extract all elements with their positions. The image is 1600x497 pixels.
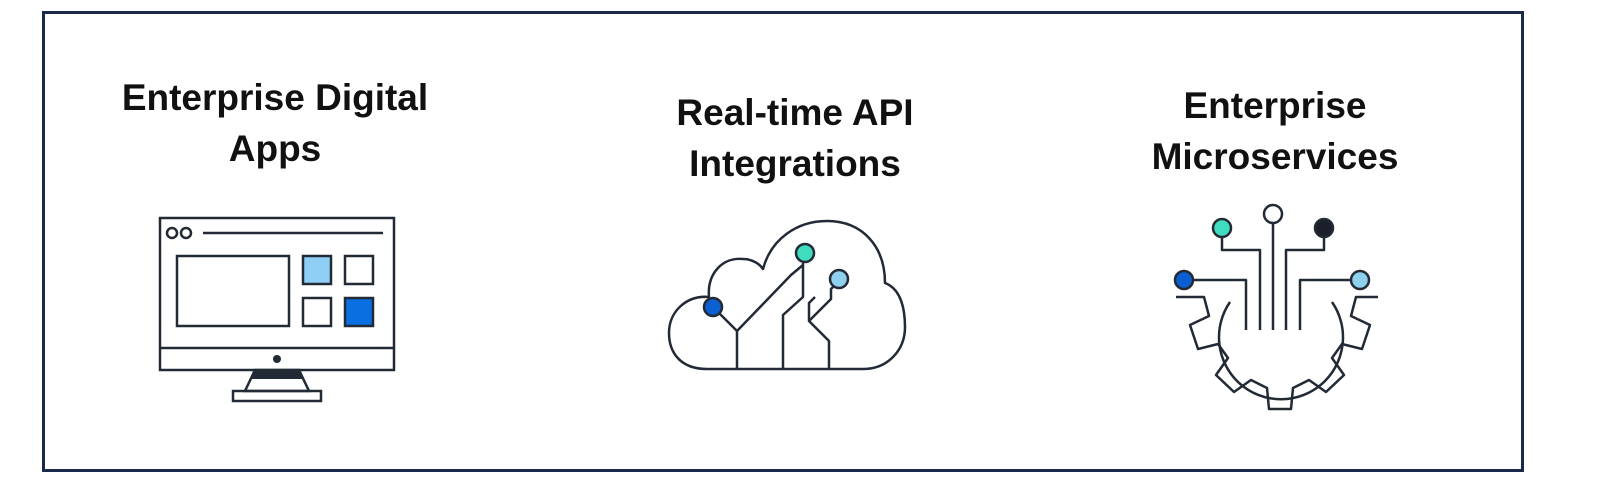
cloud-network-icon bbox=[667, 219, 907, 371]
tile-top-left bbox=[301, 254, 333, 286]
monitor-base bbox=[231, 389, 323, 403]
gear-outline bbox=[1188, 295, 1372, 411]
node-white bbox=[1262, 203, 1284, 225]
window-dot-2 bbox=[179, 226, 193, 240]
node-dark bbox=[1313, 217, 1335, 239]
node-blue bbox=[702, 296, 724, 318]
monitor-neck-fill bbox=[251, 370, 303, 379]
node-teal bbox=[1211, 217, 1233, 239]
trace-left bbox=[1184, 278, 1248, 330]
main-window bbox=[175, 254, 291, 328]
circuit-line-left bbox=[714, 308, 739, 369]
panel-real-time-api-integrations: Real-time API Integrations bbox=[585, 14, 1005, 469]
gear-circuit-icon bbox=[1173, 203, 1378, 411]
diagram-frame: Enterprise Digital Apps bbox=[42, 11, 1524, 472]
panel-title-line-2: Integrations bbox=[689, 143, 901, 184]
tile-bottom-right bbox=[343, 296, 375, 328]
trace-right bbox=[1298, 278, 1360, 330]
panel-enterprise-digital-apps: Enterprise Digital Apps bbox=[85, 14, 465, 469]
trace-upper-left bbox=[1220, 236, 1262, 330]
panel-title-line-2: Microservices bbox=[1151, 136, 1399, 177]
node-teal bbox=[794, 242, 816, 264]
node-blue bbox=[1173, 269, 1195, 291]
panel-title-line-2: Apps bbox=[228, 128, 322, 169]
circuit-line-middle bbox=[781, 263, 805, 369]
panel-title: Enterprise Digital Apps bbox=[85, 72, 465, 174]
gear-inner-ring bbox=[1217, 301, 1345, 401]
node-pale-blue bbox=[1349, 269, 1371, 291]
panel-title-line-1: Enterprise Digital bbox=[121, 77, 429, 118]
tile-top-right bbox=[343, 254, 375, 286]
panel-title-line-1: Real-time API bbox=[676, 92, 914, 133]
window-dot-1 bbox=[165, 226, 179, 240]
trace-upper-right bbox=[1284, 236, 1326, 330]
circuit-line-right-a bbox=[807, 296, 831, 369]
panel-title: Real-time API Integrations bbox=[585, 87, 1005, 189]
monitor-dashboard-icon bbox=[158, 216, 396, 403]
node-pale-blue bbox=[828, 268, 850, 290]
panel-title: Enterprise Microservices bbox=[1075, 80, 1475, 182]
cloud-outline bbox=[667, 219, 907, 371]
panel-enterprise-microservices: Enterprise Microservices bbox=[1075, 14, 1475, 469]
panel-title-line-1: Enterprise bbox=[1183, 85, 1367, 126]
power-dot bbox=[273, 355, 281, 363]
tile-bottom-left bbox=[301, 296, 333, 328]
circuit-line-diagonal bbox=[736, 264, 804, 332]
